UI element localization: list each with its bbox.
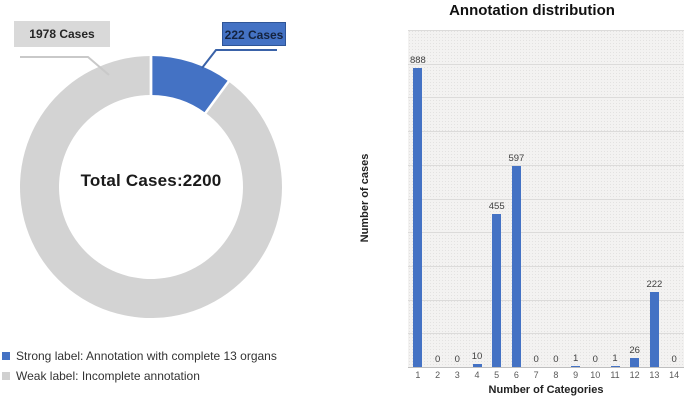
bar-value-label: 222 <box>646 279 663 291</box>
callout-leader-weak <box>20 56 110 76</box>
x-tick-label: 4 <box>474 370 480 380</box>
legend-item-strong: Strong label: Annotation with complete 1… <box>2 346 277 366</box>
donut-slice-strong <box>151 56 229 113</box>
x-tick-label: 10 <box>590 370 601 380</box>
gridline <box>408 164 684 166</box>
chart-title: Annotation distribution <box>449 2 615 19</box>
donut-chart-panel: Total Cases:2200 1978 Cases 222 Cases St… <box>0 0 342 401</box>
gridline <box>408 30 684 31</box>
gridline <box>408 232 684 234</box>
bar-value-label: 455 <box>488 200 505 212</box>
x-tick-label: 12 <box>629 370 640 380</box>
gridline <box>408 265 684 267</box>
callout-weak: 1978 Cases <box>14 21 110 47</box>
x-tick-label: 9 <box>573 370 579 380</box>
donut-legend: Strong label: Annotation with complete 1… <box>2 346 277 386</box>
gridline <box>408 198 684 200</box>
legend-label-strong: Strong label: Annotation with complete 1… <box>16 349 277 363</box>
callout-leader-strong <box>201 49 277 69</box>
gridline <box>408 97 684 99</box>
bar-value-label: 1 <box>572 352 579 364</box>
x-tick-label: 2 <box>435 370 441 380</box>
legend-swatch-weak <box>2 372 10 380</box>
x-tick-label: 7 <box>533 370 539 380</box>
gridline <box>408 63 684 65</box>
x-tick-label: 8 <box>553 370 559 380</box>
gridline <box>408 333 684 335</box>
bar-value-label: 0 <box>434 354 441 365</box>
legend-item-weak: Weak label: Incomplete annotation <box>2 366 277 386</box>
bar-category-12 <box>630 358 640 367</box>
bar-value-label: 0 <box>592 354 598 365</box>
legend-label-weak: Weak label: Incomplete annotation <box>16 369 200 383</box>
x-tick-label: 6 <box>513 370 519 380</box>
slice-separator <box>203 79 231 116</box>
bar-value-label: 597 <box>508 152 525 164</box>
gridline <box>408 299 684 301</box>
bar-category-9 <box>571 365 581 367</box>
bar-category-1 <box>413 67 423 367</box>
callout-weak-label: 1978 Cases <box>29 27 95 41</box>
bar-value-label: 1 <box>612 352 618 364</box>
bar-category-5 <box>492 213 502 367</box>
bar-value-label: 0 <box>553 354 559 365</box>
x-tick-label: 3 <box>454 370 460 380</box>
bar-value-label: 0 <box>454 354 460 365</box>
x-tick-label: 11 <box>610 370 620 380</box>
bar-category-11 <box>610 365 620 367</box>
bar-value-label: 0 <box>533 354 539 365</box>
donut-chart <box>19 49 282 318</box>
x-tick-label: 1 <box>415 370 421 380</box>
x-axis-label: Number of Categories <box>488 384 604 396</box>
x-tick-label: 13 <box>649 370 660 380</box>
bar-category-4 <box>472 363 482 367</box>
y-axis-label: Number of cases <box>359 153 371 243</box>
legend-swatch-strong <box>2 352 10 360</box>
bar-chart-panel: Annotation distribution Number of cases … <box>342 0 685 401</box>
bar-category-13 <box>649 292 659 367</box>
gridline <box>408 131 684 133</box>
bar-value-label: 888 <box>409 54 426 66</box>
bar-value-label: 26 <box>629 345 640 357</box>
x-tick-label: 5 <box>494 370 500 380</box>
bar-category-6 <box>511 165 521 367</box>
callout-strong: 222 Cases <box>222 22 286 46</box>
donut-slice-weak <box>19 55 282 318</box>
bar-value-label: 10 <box>471 350 483 362</box>
callout-strong-label: 222 Cases <box>224 28 284 42</box>
bar-value-label: 0 <box>671 354 677 365</box>
donut-center-label: Total Cases:2200 <box>80 171 222 190</box>
x-tick-label: 14 <box>669 370 680 380</box>
